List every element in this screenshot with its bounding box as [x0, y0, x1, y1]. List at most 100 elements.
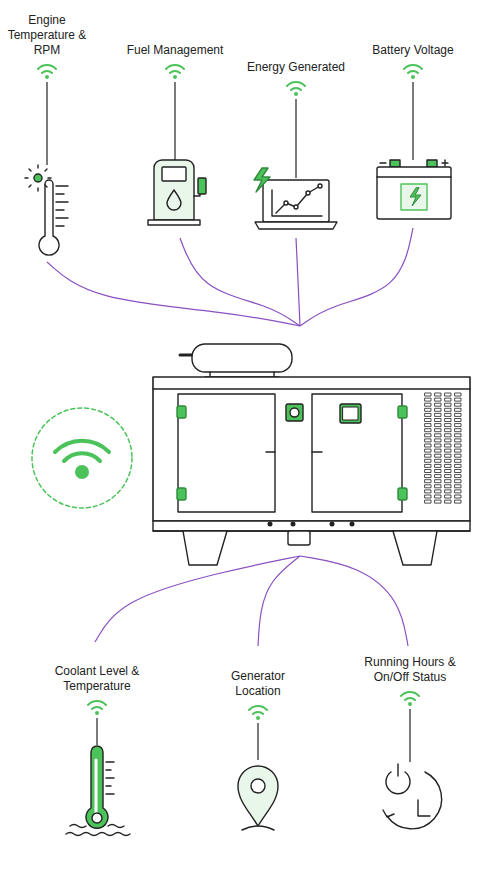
generator-illustration — [153, 344, 470, 565]
vent-slot — [455, 393, 461, 396]
sensor-node: Running Hours & On/Off Status — [351, 655, 469, 846]
vent-slot — [455, 449, 461, 452]
sensor-label: Generator Location — [208, 669, 308, 699]
vent-slot — [455, 413, 461, 416]
vent-slot — [445, 393, 451, 396]
vent-slot — [445, 459, 451, 462]
fuel-pump-icon — [148, 160, 206, 225]
vent-slot — [445, 490, 451, 493]
signal-curve — [300, 556, 408, 646]
vent-slot — [455, 434, 461, 437]
signal-curve — [300, 228, 413, 326]
vent-slot — [425, 475, 431, 478]
vent-slot — [435, 459, 441, 462]
running-hours-icon — [383, 764, 442, 829]
vent-slot — [455, 424, 461, 427]
wifi-signal — [88, 701, 106, 745]
vent-slot — [435, 419, 441, 422]
sensor-label: Coolant Level & Temperature — [42, 664, 152, 694]
vent-slot — [445, 424, 451, 427]
vent-slot — [435, 424, 441, 427]
vent-slot — [445, 485, 451, 488]
vent-slot — [445, 475, 451, 478]
vent-slot — [455, 419, 461, 422]
wifi-signal — [401, 692, 419, 762]
vent-slot — [445, 408, 451, 411]
vent-slot — [425, 500, 431, 503]
vent-slot — [425, 470, 431, 473]
signal-curve — [47, 262, 300, 326]
signal-curve — [95, 556, 300, 642]
vent-slot — [425, 485, 431, 488]
location-pin-icon — [238, 766, 278, 830]
sensor-node: Fuel Management — [125, 43, 225, 226]
vent-slot — [445, 449, 451, 452]
vent-slot — [435, 434, 441, 437]
sensor-node: Battery Voltage — [365, 43, 461, 220]
wifi-signal — [38, 65, 56, 165]
vent-slot — [435, 470, 441, 473]
vent-slot — [445, 444, 451, 447]
vent-slot — [445, 403, 451, 406]
vent-slot — [435, 393, 441, 396]
vent-slot — [455, 429, 461, 432]
coolant-icon — [66, 746, 130, 836]
sensor-node: Coolant Level & Temperature — [42, 664, 152, 838]
vent-slot — [445, 419, 451, 422]
vent-slot — [435, 413, 441, 416]
vent-slot — [455, 459, 461, 462]
vent-slot — [425, 495, 431, 498]
wifi-signal — [287, 82, 305, 178]
vent-slot — [455, 439, 461, 442]
vent-slot — [425, 464, 431, 467]
sensor-label: Running Hours & On/Off Status — [351, 655, 469, 685]
vent-slot — [455, 454, 461, 457]
sensor-node: Energy Generated — [246, 60, 346, 230]
vent-slot — [455, 470, 461, 473]
vent-slot — [435, 485, 441, 488]
vent-slot — [455, 444, 461, 447]
sensor-node: Engine Temperature & RPM — [1, 13, 93, 258]
vent-slot — [435, 464, 441, 467]
vent-slot — [435, 454, 441, 457]
signal-curve — [258, 556, 300, 646]
vent-slot — [425, 419, 431, 422]
vent-slot — [425, 398, 431, 401]
vent-slot — [445, 495, 451, 498]
vent-slot — [435, 429, 441, 432]
vent-slot — [455, 403, 461, 406]
vent-slot — [445, 439, 451, 442]
vent-slot — [445, 470, 451, 473]
vent-slot — [435, 439, 441, 442]
sensor-label: Fuel Management — [125, 43, 225, 58]
vent-slot — [425, 403, 431, 406]
vent-slot — [425, 444, 431, 447]
battery-icon — [377, 160, 451, 219]
signal-curve — [180, 238, 300, 326]
wifi-signal — [166, 65, 184, 160]
vent-slot — [425, 449, 431, 452]
vent-slot — [445, 429, 451, 432]
vent-slot — [445, 413, 451, 416]
vent-slot — [455, 398, 461, 401]
vent-slot — [435, 398, 441, 401]
vent-slot — [445, 398, 451, 401]
vent-slot — [445, 500, 451, 503]
thermometer-icon — [25, 165, 68, 255]
vent-slot — [435, 408, 441, 411]
sensor-node: Generator Location — [208, 669, 308, 834]
vent-slot — [445, 464, 451, 467]
sensor-label: Engine Temperature & RPM — [1, 13, 93, 58]
vent-slot — [455, 490, 461, 493]
vent-slot — [455, 480, 461, 483]
signal-curve — [296, 238, 300, 326]
vent-slot — [445, 454, 451, 457]
vent-slot — [455, 500, 461, 503]
vent-slot — [425, 413, 431, 416]
vent-slot — [435, 403, 441, 406]
vent-slot — [425, 424, 431, 427]
vent-slot — [425, 434, 431, 437]
vent-slot — [425, 480, 431, 483]
